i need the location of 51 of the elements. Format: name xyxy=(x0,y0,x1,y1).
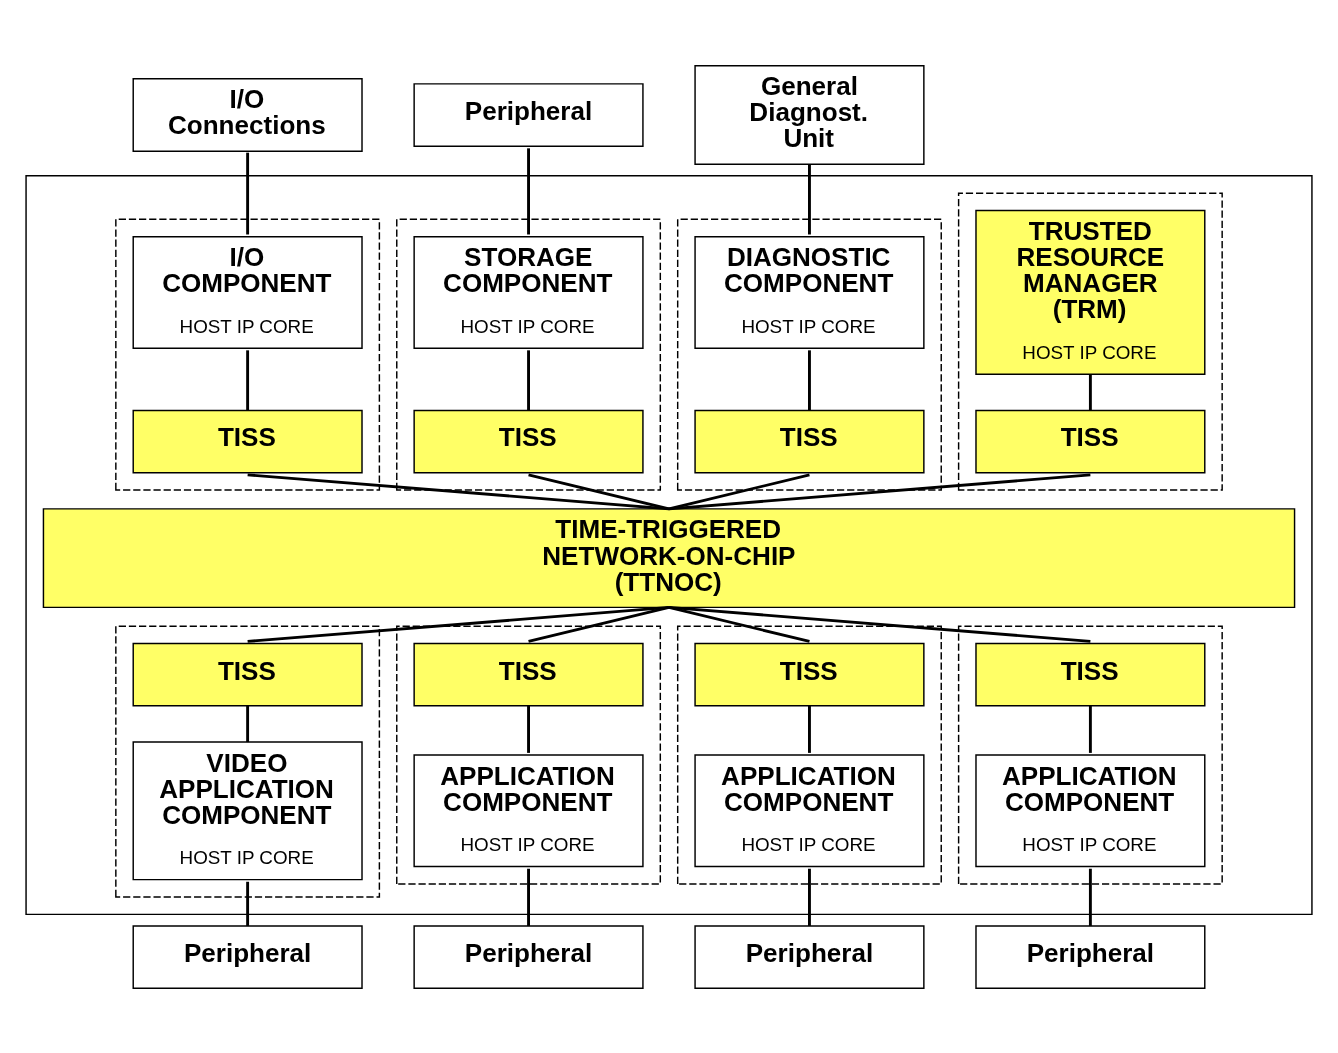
node-box: TIME-TRIGGERED NETWORK-ON-CHIP (TTNOC) xyxy=(42,507,1296,608)
node-box: I/O Connections xyxy=(132,77,363,152)
connector xyxy=(246,705,250,742)
node-box: TISS xyxy=(975,642,1206,707)
cluster xyxy=(115,218,381,491)
node-box: I/O COMPONENT HOST IP CORE xyxy=(132,235,363,349)
cluster xyxy=(396,218,662,491)
node-box: TISS xyxy=(132,409,363,473)
node-box: Peripheral xyxy=(132,924,363,989)
node-box: DIAGNOSTIC COMPONENT HOST IP CORE xyxy=(694,235,925,349)
node-box: TISS xyxy=(413,642,644,707)
connector xyxy=(668,472,810,510)
node-box: VIDEO APPLICATION COMPONENT HOST IP CORE xyxy=(132,740,363,880)
connector xyxy=(808,705,811,753)
node-box: APPLICATION COMPONENT HOST IP CORE xyxy=(413,753,644,867)
node-box: TISS xyxy=(132,642,363,707)
cluster xyxy=(25,174,1313,915)
node-box: APPLICATION COMPONENT HOST IP CORE xyxy=(694,753,925,867)
connector xyxy=(528,472,670,510)
cluster xyxy=(396,624,662,885)
connector xyxy=(246,881,250,926)
cluster xyxy=(676,624,942,885)
connector xyxy=(808,163,811,234)
cluster xyxy=(957,624,1223,885)
connector xyxy=(527,147,530,234)
connector xyxy=(527,349,530,410)
node-box: TRUSTED RESOURCE MANAGER (TRM) HOST IP CORE xyxy=(975,209,1206,375)
node-box: Peripheral xyxy=(694,924,925,989)
node-box: Peripheral xyxy=(975,924,1206,989)
connector xyxy=(246,152,250,234)
connector xyxy=(527,868,530,926)
connector xyxy=(808,868,811,926)
node-box: Peripheral xyxy=(413,82,644,147)
connector xyxy=(1088,868,1092,926)
connector xyxy=(527,705,530,753)
connector xyxy=(1088,373,1092,410)
node-box: TISS xyxy=(694,642,925,707)
node-box: TISS xyxy=(694,409,925,473)
cluster xyxy=(676,218,942,491)
connector xyxy=(1088,705,1092,753)
node-box: STORAGE COMPONENT HOST IP CORE xyxy=(413,235,644,349)
node-box: TISS xyxy=(975,409,1206,473)
connector xyxy=(528,605,670,643)
connector xyxy=(246,349,250,410)
cluster xyxy=(957,192,1223,491)
connector xyxy=(808,349,811,410)
node-box: Peripheral xyxy=(413,924,644,989)
node-box: APPLICATION COMPONENT HOST IP CORE xyxy=(975,753,1206,867)
cluster xyxy=(115,624,381,898)
node-box: TISS xyxy=(413,409,644,473)
node-box: General Diagnost. Unit xyxy=(694,64,925,165)
